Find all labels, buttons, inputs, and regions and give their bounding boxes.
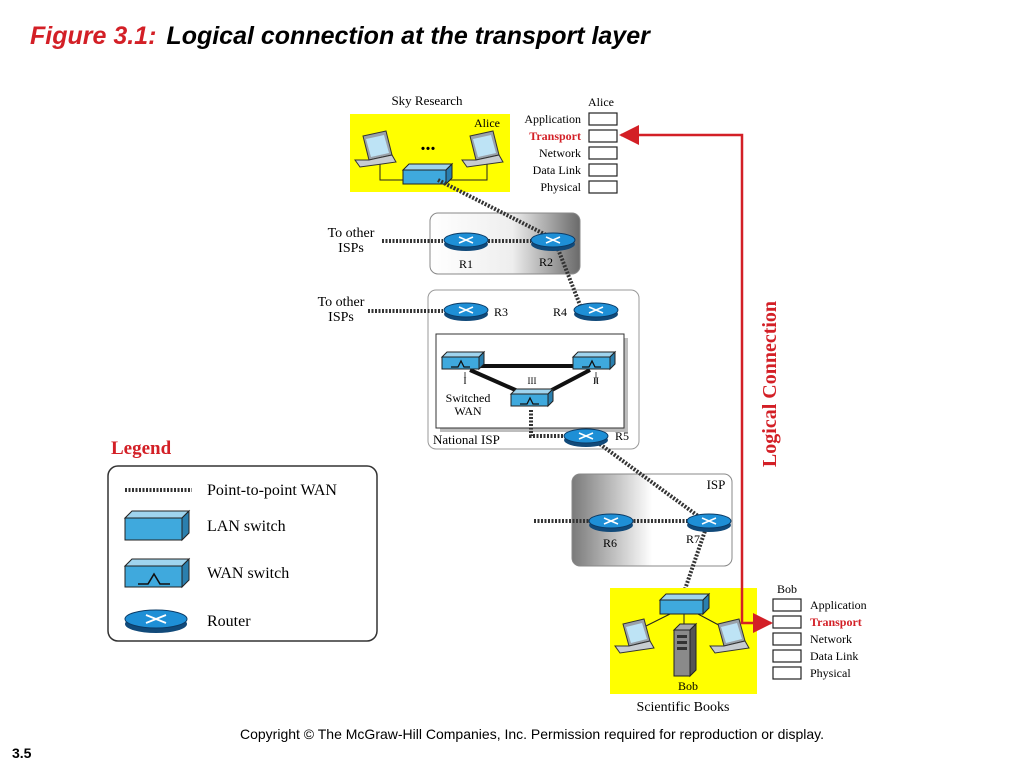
wan-switch-label: III: [528, 376, 537, 386]
wan-switch-icon: [440, 350, 486, 371]
p2p-link: [680, 527, 708, 599]
logical-connection-arrow: [740, 350, 773, 633]
legend-title: Legend: [111, 438, 172, 459]
wan-switch-label: II: [593, 376, 599, 386]
stack-layer-label: Transport: [529, 129, 581, 143]
bob-host-label: Bob: [678, 679, 698, 693]
legend-swatch-router: [124, 609, 188, 633]
point-to-point-links: [368, 178, 708, 599]
stack-layer-box: [772, 666, 802, 680]
lan-cable-right: [449, 164, 488, 181]
laptop-icon: [709, 618, 750, 654]
stack-layer-label: Application: [810, 598, 867, 612]
router-label: R3: [494, 305, 508, 319]
slide-number: 3.5: [12, 745, 32, 761]
p2p-link: [556, 248, 582, 306]
router-icon: [443, 302, 489, 321]
stack-layer-label: Application: [524, 112, 581, 126]
wan-trunk: [469, 368, 521, 394]
stack-layer-box: [588, 180, 618, 194]
stack-layer-label: Data Link: [533, 163, 581, 177]
stack-layer-box: [588, 163, 618, 177]
switched-wan-label: Switched: [446, 391, 491, 405]
stack-layer-label: Physical: [540, 180, 581, 194]
legend-item-label: Point-to-point WAN: [207, 482, 337, 499]
scientific-books-site: Bob Scientific Books: [610, 588, 757, 715]
stack-layer-label: Transport: [810, 615, 862, 629]
copyright-notice: Copyright © The McGraw-Hill Companies, I…: [240, 726, 825, 742]
to-other-isps-label: To other: [318, 295, 365, 310]
laptop-icon: [461, 130, 504, 168]
legend-swatch-wan-switch: [123, 557, 191, 589]
router-label: R6: [603, 536, 617, 550]
legend-swatch-lan-switch: [123, 509, 191, 542]
router-icon: [563, 428, 609, 447]
router-label: R4: [553, 305, 567, 319]
logical-connection-label: Logical Connection: [759, 301, 781, 467]
router-label: R5: [615, 429, 629, 443]
p2p-link: [437, 178, 553, 240]
router-icon: [443, 232, 489, 251]
stack-layer-label: Network: [539, 146, 581, 160]
stack-layer-box: [588, 146, 618, 160]
isp-label: ISP: [707, 477, 726, 492]
sky-research-site: Sky Research Alice ...: [350, 93, 510, 192]
router-label: R2: [539, 255, 553, 269]
lan-switch-icon: [658, 592, 711, 616]
to-other-isps-label: ISPs: [328, 310, 354, 325]
server-icon: [672, 622, 698, 678]
router-label: R1: [459, 257, 473, 271]
stack-layer-label: Data Link: [810, 649, 858, 663]
legend-item-label: Router: [207, 613, 251, 630]
legend-item-label: LAN switch: [207, 518, 286, 535]
stack-layer-box: [588, 129, 618, 143]
stack-layer-label: Physical: [810, 666, 851, 680]
stack-owner-label: Alice: [588, 95, 614, 109]
switched-wan-label: WAN: [454, 404, 482, 418]
laptop-icon: [354, 130, 397, 168]
router-label: R7: [686, 532, 700, 546]
alice-host-label: Alice: [474, 116, 500, 130]
stack-layer-box: [588, 112, 618, 126]
p2p-link: [529, 410, 564, 438]
legend-box: [107, 465, 378, 642]
wan-switch-label: I: [464, 376, 467, 386]
bob-protocol-stack: Bob Application Transport Network Data L…: [772, 582, 867, 680]
router-icon: [573, 302, 619, 321]
router-icon: [588, 513, 634, 532]
wan-trunk: [547, 368, 591, 394]
logical-connection-path: [619, 125, 773, 633]
figure-title-text: Logical connection at the transport laye…: [166, 22, 650, 50]
stack-layer-box: [772, 615, 802, 629]
logical-connection-arrow: [619, 125, 744, 350]
legend-item-label: WAN switch: [207, 565, 289, 582]
wan-switch-icon: [571, 350, 617, 371]
figure-number: Figure 3.1:: [30, 22, 157, 50]
lan-switch-icon: [401, 162, 454, 186]
to-other-isps-label: To other: [328, 226, 375, 241]
wan-switch-icon: [509, 387, 555, 408]
figure-title: Figure 3.1: Logical connection at the tra…: [30, 22, 650, 51]
national-isp-label: National ISP: [433, 432, 500, 447]
lan-cable-left: [379, 164, 403, 181]
router-icon: [686, 513, 732, 532]
stack-owner-label: Bob: [777, 582, 797, 596]
stack-layer-label: Network: [810, 632, 852, 646]
laptop-icon: [614, 618, 655, 654]
scientific-books-label: Scientific Books: [637, 700, 730, 715]
sky-research-label: Sky Research: [391, 93, 463, 108]
stack-layer-box: [772, 649, 802, 663]
legend: Legend Point-to-point WAN LAN switch WAN…: [107, 438, 378, 642]
switched-wan-box: [435, 333, 625, 429]
more-hosts-ellipsis: ...: [421, 133, 436, 155]
stack-layer-box: [772, 632, 802, 646]
router-icon: [530, 232, 576, 251]
alice-protocol-stack: Alice Application Transport Network Data…: [524, 95, 618, 194]
to-other-isps-label: ISPs: [338, 241, 364, 256]
stack-layer-box: [772, 598, 802, 612]
